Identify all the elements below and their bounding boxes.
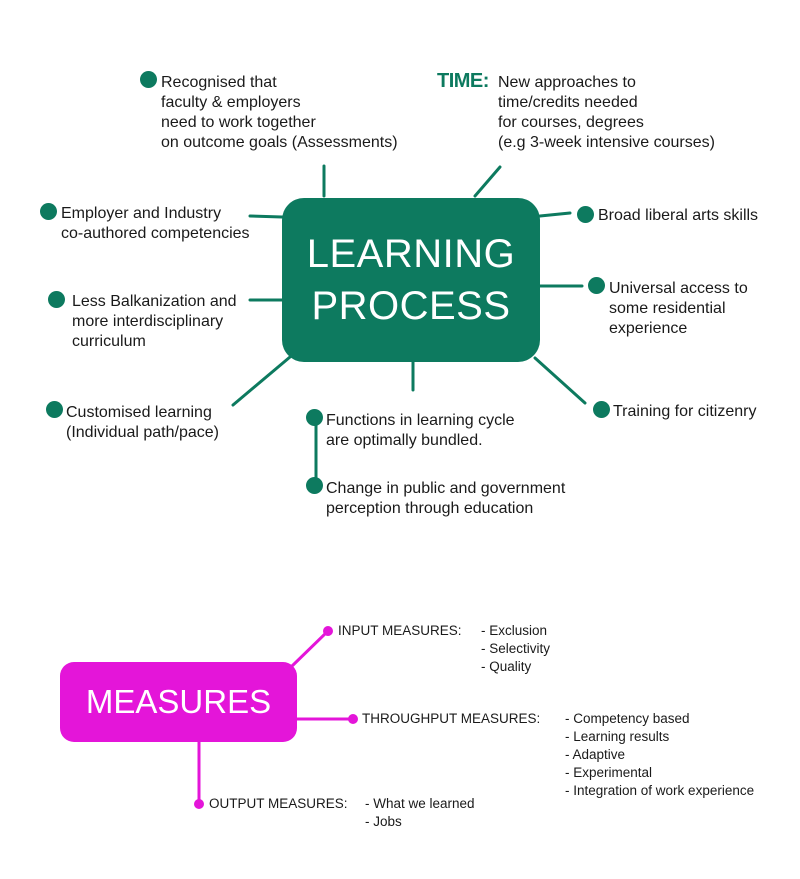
node-faculty: Recognised that faculty & employers need… [161,74,398,151]
bullet-dot-employer [40,203,57,220]
input-measures-label: INPUT MEASURES: [338,623,462,638]
bullet-dot-perception [306,477,323,494]
input-measure-item: - Quality [481,659,532,674]
output-measures-label: OUTPUT MEASURES: [209,796,348,811]
output-measure-item: - What we learned [365,796,475,811]
bullet-dot-bundled [306,409,323,426]
connector-input [288,629,330,670]
bullet-dot-faculty [140,71,157,88]
node-employer: Employer and Industry co-authored compet… [61,205,250,242]
bullet-dot-liberal-arts [577,206,594,223]
throughput-measure-item: - Learning results [565,729,670,744]
output-measure-item: - Jobs [365,814,402,829]
bullet-dot-customised [46,401,63,418]
time-label: TIME: [437,70,489,92]
input-measure-item: - Exclusion [481,623,548,638]
bullet-dot-citizenry [593,401,610,418]
learning-process-hub: LEARNING PROCESS [282,198,540,362]
node-time: New approaches to time/credits needed fo… [498,74,715,151]
learning-hub-line1: LEARNING [306,232,516,276]
node-customised: Customised learning (Individual path/pac… [66,404,219,441]
connector-liberal-arts [538,211,572,218]
node-universal-access: Universal access to some residential exp… [609,280,748,337]
bullet-dot-input [323,626,333,636]
bullet-dot-balkanization [48,291,65,308]
bullet-dot-output [194,799,204,809]
node-perception: Change in public and government percepti… [326,480,566,517]
node-bundled: Functions in learning cycle are optimall… [326,412,515,449]
bullet-dot-universal-access [588,277,605,294]
input-measure-item: - Selectivity [481,641,551,656]
learning-hub-line2: PROCESS [311,284,511,328]
connector-customised [231,355,292,407]
throughput-measure-item: - Experimental [565,765,653,780]
connector-citizenry [533,356,587,405]
node-liberal-arts: Broad liberal arts skills [598,207,759,224]
throughput-measure-item: - Competency based [565,711,690,726]
measures-hub-label: MEASURES [85,683,272,720]
connector-employer [248,214,284,219]
throughput-measure-item: - Integration of work experience [565,783,755,798]
throughput-measures-label: THROUGHPUT MEASURES: [362,711,541,726]
node-balkanization: Less Balkanization and more interdiscipl… [72,293,237,350]
connector-time [473,165,502,198]
throughput-measure-item: - Adaptive [565,747,626,762]
measures-hub: MEASURES [60,662,297,742]
bullet-dot-throughput [348,714,358,724]
node-citizenry: Training for citizenry [613,403,757,420]
